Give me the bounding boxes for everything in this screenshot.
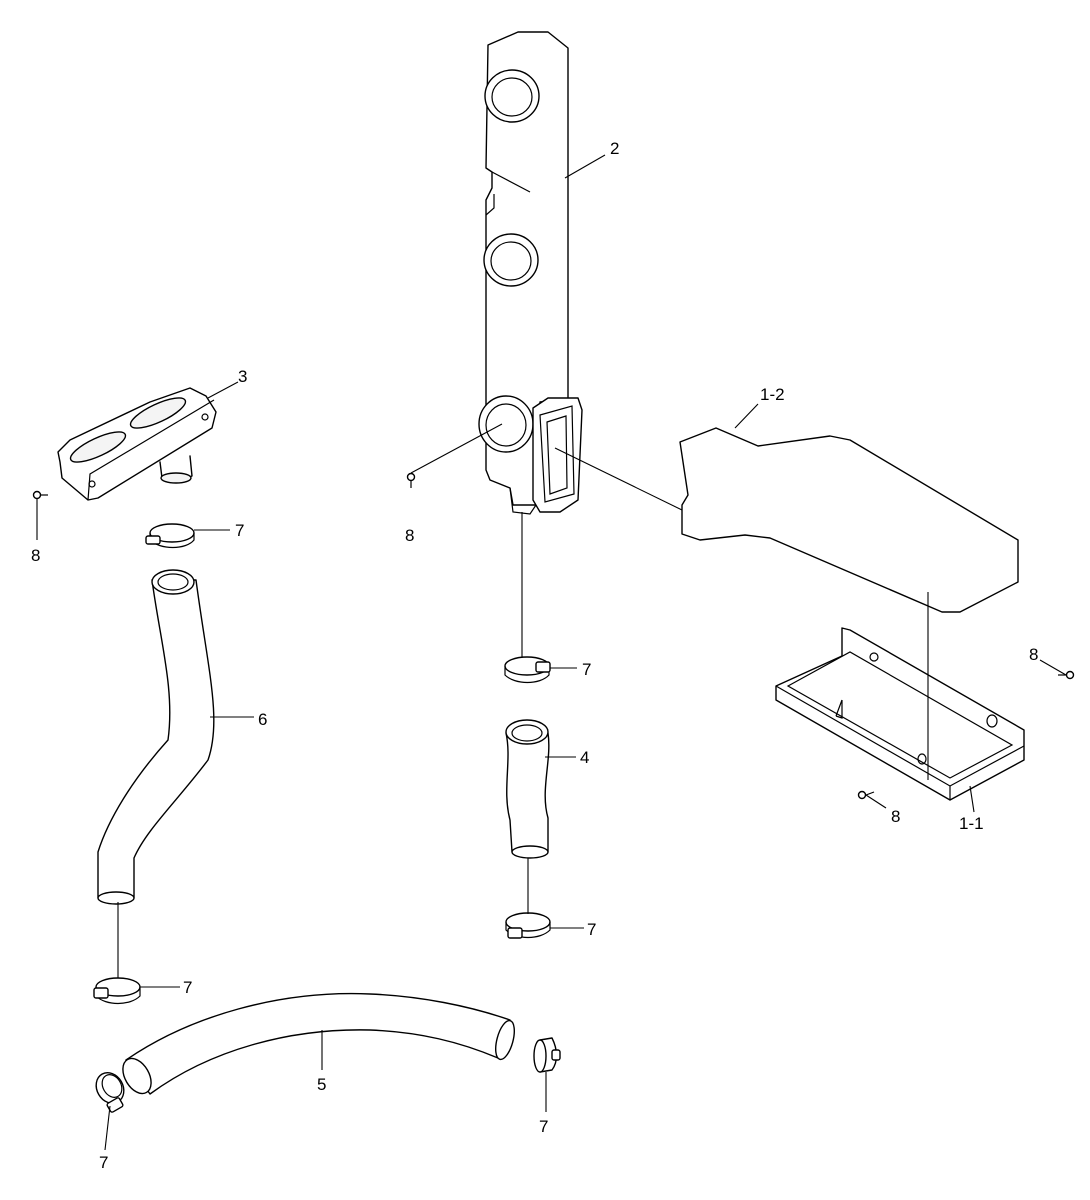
clamp-bottom-left: [95, 1071, 125, 1113]
callout-labels: 2 3 1-2 8 8 7 7 8 6 4 8 1-1 7 7 5 7 7: [31, 139, 1038, 1172]
callout-2: 2: [610, 139, 619, 158]
callout-1-1: 1-1: [959, 814, 984, 833]
clamp-bottom-right: [533, 1037, 561, 1073]
callout-8-bottom: 8: [891, 807, 900, 826]
callout-7-bottom-left: 7: [99, 1153, 108, 1172]
callout-7-under-3: 7: [235, 521, 244, 540]
part-1-2-duct: [679, 427, 1019, 613]
callout-7-center-top: 7: [582, 660, 591, 679]
callout-7-left: 7: [183, 978, 192, 997]
screw-bottom: [857, 790, 875, 800]
callout-4: 4: [580, 748, 589, 767]
callout-8-left: 8: [31, 546, 40, 565]
part-1-1-tray: [775, 627, 1025, 801]
callout-7-bottom-right: 7: [539, 1117, 548, 1136]
callout-8-center: 8: [405, 526, 414, 545]
callout-3: 3: [238, 367, 247, 386]
part-3-small-manifold: [57, 387, 217, 501]
part-5-hose: [122, 992, 516, 1095]
screw-left: [32, 490, 48, 500]
callout-6: 6: [258, 710, 267, 729]
callout-5: 5: [317, 1075, 326, 1094]
clamp-center-top: [504, 656, 551, 684]
part-4-hose: [505, 719, 550, 859]
clamp-center-bottom: [505, 912, 551, 939]
clamp-under-3: [145, 523, 195, 549]
part-6-hose: [97, 569, 215, 905]
callout-1-2: 1-2: [760, 385, 785, 404]
callout-8-right: 8: [1029, 645, 1038, 664]
screw-right: [1058, 670, 1075, 680]
leader-lines: [36, 154, 1067, 1151]
callout-7-center-bottom: 7: [587, 920, 596, 939]
part-2-manifold: [478, 31, 583, 515]
clamp-left: [93, 977, 141, 1005]
screw-center: [406, 472, 416, 488]
